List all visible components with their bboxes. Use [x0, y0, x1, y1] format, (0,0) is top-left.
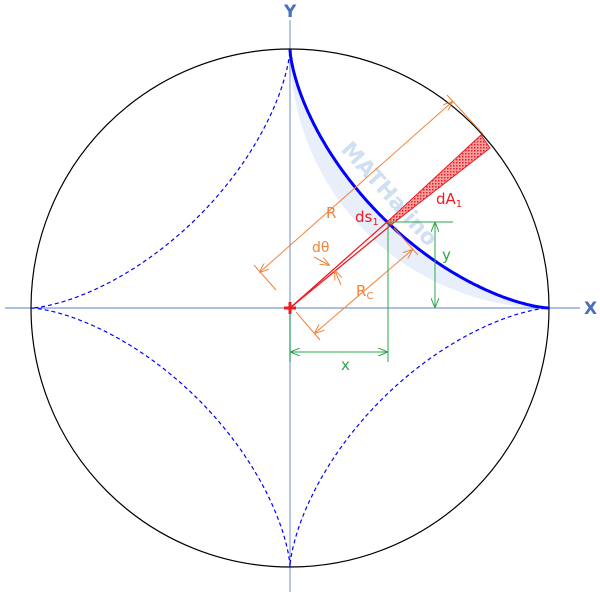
label-dtheta: dθ [312, 240, 329, 256]
x-axis-label: X [584, 299, 597, 319]
dimension-y [388, 221, 453, 307]
shaded-region [290, 49, 549, 308]
label-R: R [326, 204, 336, 222]
dimension-x [289, 222, 389, 362]
label-Rc: RC [356, 282, 373, 302]
dimension-Rc [295, 227, 419, 341]
y-axis-label: Y [283, 2, 297, 22]
dimension-R [253, 94, 484, 291]
area-element-strip [386, 134, 491, 226]
ray-2 [289, 224, 392, 309]
label-dA1: dA1 [436, 190, 462, 210]
label-y: y [442, 246, 451, 264]
center-mark [284, 302, 296, 314]
dtheta-arrows [313, 256, 341, 286]
label-x: x [341, 356, 350, 374]
label-ds1: ds1 [355, 208, 379, 228]
